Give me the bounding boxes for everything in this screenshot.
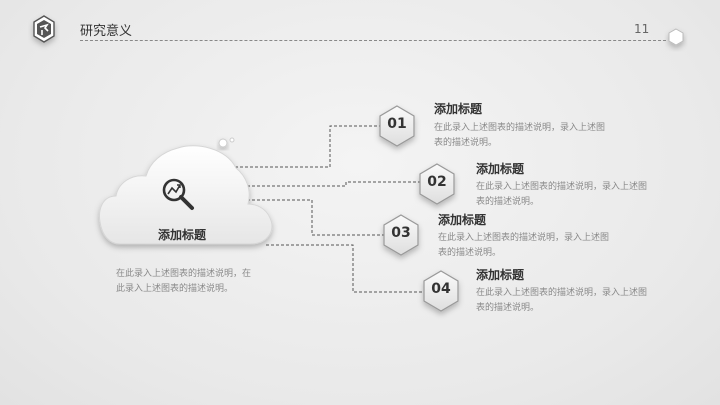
hexagon-03 — [383, 214, 419, 256]
item-title-02: 添加标题 — [476, 162, 525, 176]
bubble-small — [229, 137, 235, 143]
hexagon-02 — [419, 163, 455, 205]
item-number-01: 01 — [387, 116, 407, 132]
header-end-hexagon — [668, 28, 684, 46]
item-title-03: 添加标题 — [438, 213, 487, 227]
header-logo-icon — [33, 15, 55, 43]
hexagon-04 — [423, 270, 459, 312]
cloud-description: 在此录入上述图表的描述说明，在此录入上述图表的描述说明。 — [116, 269, 252, 294]
item-description-03: 在此录入上述图表的描述说明，录入上述图表的描述说明。 — [438, 233, 610, 258]
page-number: 11 — [634, 22, 650, 36]
item-title-01: 添加标题 — [434, 102, 483, 116]
search-analytics-icon — [162, 178, 194, 210]
item-title-04: 添加标题 — [476, 268, 525, 282]
item-number-03: 03 — [391, 225, 411, 241]
item-description-01: 在此录入上述图表的描述说明，录入上述图表的描述说明。 — [434, 123, 606, 148]
item-number-04: 04 — [431, 281, 451, 297]
connector-lines — [230, 125, 424, 293]
header-divider — [80, 40, 666, 41]
bubble-large — [218, 138, 228, 148]
item-number-02: 02 — [427, 174, 447, 190]
hexagon-01 — [379, 105, 415, 147]
cloud-shape — [99, 145, 273, 245]
item-description-04: 在此录入上述图表的描述说明，录入上述图表的描述说明。 — [476, 288, 648, 313]
header-title: 研究意义 — [80, 24, 133, 39]
cloud-title: 添加标题 — [157, 228, 206, 242]
item-description-02: 在此录入上述图表的描述说明，录入上述图表的描述说明。 — [476, 182, 648, 207]
